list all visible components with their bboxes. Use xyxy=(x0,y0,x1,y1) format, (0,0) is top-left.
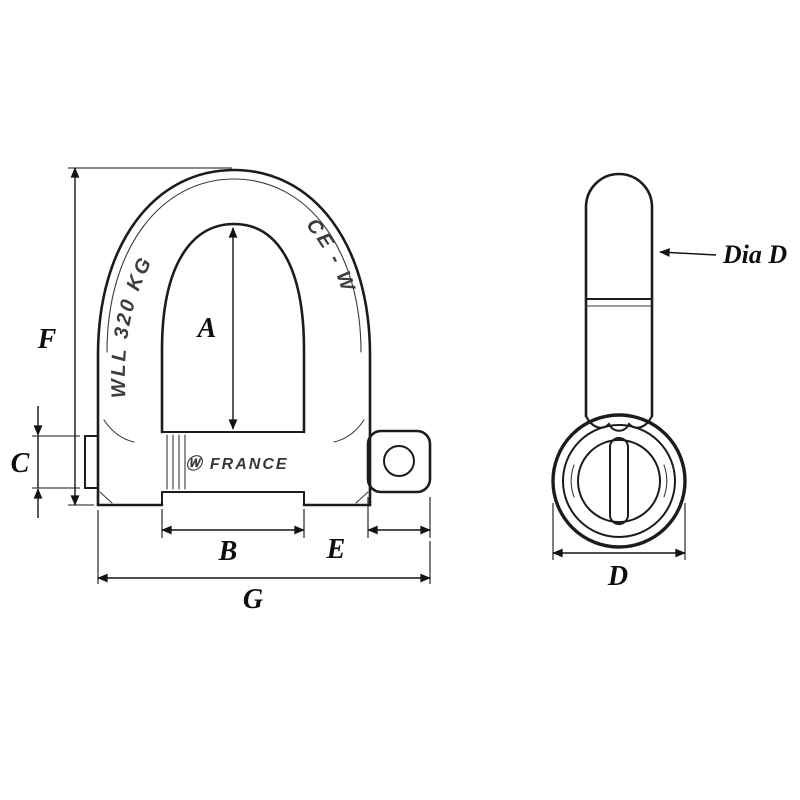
dimension-b-inner-width: B xyxy=(161,509,305,567)
pin-head-hole xyxy=(383,445,415,477)
shackle-pin: Ⓦ FRANCE xyxy=(84,429,432,494)
eye-gap-arc-right xyxy=(663,464,668,498)
dim-label-c: C xyxy=(11,448,30,479)
right-lug-chamfer xyxy=(355,491,369,504)
lug-edges xyxy=(96,419,372,507)
shackle-body xyxy=(96,168,372,507)
left-lug-chamfer xyxy=(99,491,113,504)
shackle-outer-outline xyxy=(96,168,372,507)
eye-outer-circle xyxy=(551,413,687,549)
dimension-e-pin-head-width: E xyxy=(326,497,431,565)
eye-inner-ring xyxy=(562,424,676,538)
dia-d-leader-arrow xyxy=(659,248,717,257)
shackle-chamfer-line xyxy=(106,178,362,353)
pin-head xyxy=(366,429,432,494)
dim-label-dia-d: Dia D xyxy=(722,240,788,269)
side-view: Dia D D xyxy=(551,172,788,592)
dim-label-d: D xyxy=(607,561,628,592)
wll-marking: WLL 320 KG xyxy=(108,252,157,398)
pin-head-end-circle xyxy=(577,439,661,523)
front-view: Ⓦ FRANCE WLL 320 KG CE - W F C A xyxy=(11,167,432,615)
eye-gap-arc-left xyxy=(570,464,575,498)
dim-label-a: A xyxy=(196,313,217,344)
dimension-g-overall-width: G xyxy=(97,510,431,615)
pin-tip xyxy=(84,435,99,489)
pin-shoulder-cusps xyxy=(585,415,653,432)
pin-shank-outline xyxy=(584,172,654,418)
dimension-dia-d-shank: Dia D xyxy=(659,240,788,269)
dim-label-b: B xyxy=(218,536,238,567)
pin-eye-end-view xyxy=(551,413,687,549)
shackle-inner-opening xyxy=(160,222,306,434)
dimension-c-pin-tip-diameter: C xyxy=(11,406,80,518)
pin-knurl-ticks xyxy=(166,434,186,490)
left-lug-forge-line xyxy=(103,419,135,443)
pin-profile xyxy=(584,172,654,432)
dimension-a-inner-height: A xyxy=(196,227,238,430)
dimension-f-overall-height: F xyxy=(37,167,232,506)
right-lug-forge-line xyxy=(333,419,365,443)
dim-label-f: F xyxy=(37,324,57,355)
dim-label-g: G xyxy=(243,584,263,615)
dimension-d-eye-width: D xyxy=(552,503,686,592)
pin-origin-marking: Ⓦ FRANCE xyxy=(185,455,288,473)
pin-slot xyxy=(609,437,629,525)
dim-label-e: E xyxy=(326,534,346,565)
